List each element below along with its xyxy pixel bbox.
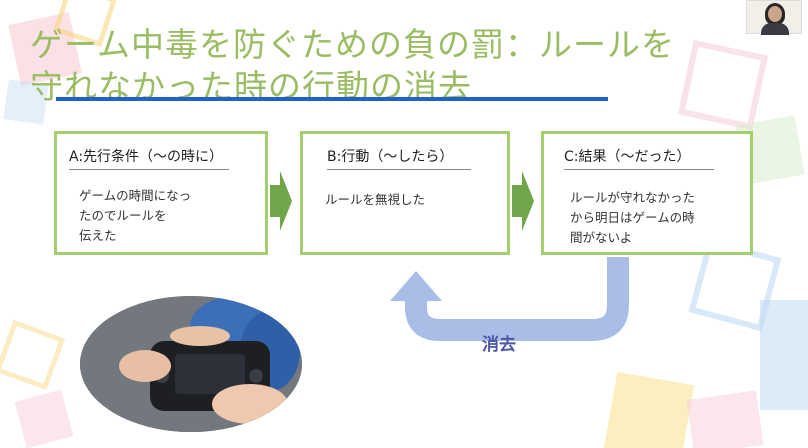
right-arrow-icon [270, 171, 292, 231]
box-behavior: B:行動（〜したら） ルールを無視した [300, 131, 510, 255]
photo-child-gaming [80, 296, 302, 432]
box-consequence-header: C:結果（〜だった） [564, 146, 714, 170]
title-underline [56, 97, 608, 101]
box-antecedent: A:先行条件（〜の時に） ゲームの時間になっ たのでルールを 伝えた [54, 131, 268, 255]
box-antecedent-line: 伝えた [79, 226, 255, 246]
gaming-photo-image [80, 296, 302, 432]
box-consequence-body: ルールが守れなかった から明日はゲームの時 間がないよ [570, 188, 740, 248]
box-antecedent-line: たのでルールを [79, 206, 255, 226]
slide-title: ゲーム中毒を防ぐための負の罰：ルールを 守れなかった時の行動の消去 [30, 24, 730, 108]
box-antecedent-header: A:先行条件（〜の時に） [69, 146, 229, 170]
box-consequence-line: ルールが守れなかった [570, 188, 740, 208]
slide-title-line2: 守れなかった時の行動の消去 [30, 66, 730, 108]
box-behavior-body: ルールを無視した [325, 190, 497, 210]
right-arrow-icon [512, 171, 534, 231]
webcam-thumbnail[interactable] [746, 0, 802, 34]
box-consequence-line: から明日はゲームの時 [570, 208, 740, 228]
box-behavior-line: ルールを無視した [325, 190, 497, 210]
box-antecedent-body: ゲームの時間になっ たのでルールを 伝えた [79, 186, 255, 246]
box-consequence: C:結果（〜だった） ルールが守れなかった から明日はゲームの時 間がないよ [541, 131, 753, 255]
cycle-label: 消去 [482, 330, 516, 355]
box-antecedent-line: ゲームの時間になっ [79, 186, 255, 206]
webcam-person [761, 23, 789, 35]
slide-title-line1: ゲーム中毒を防ぐための負の罰：ルールを [30, 24, 730, 66]
box-consequence-line: 間がないよ [570, 228, 740, 248]
webcam-face [768, 6, 782, 22]
box-behavior-header: B:行動（〜したら） [327, 146, 471, 170]
